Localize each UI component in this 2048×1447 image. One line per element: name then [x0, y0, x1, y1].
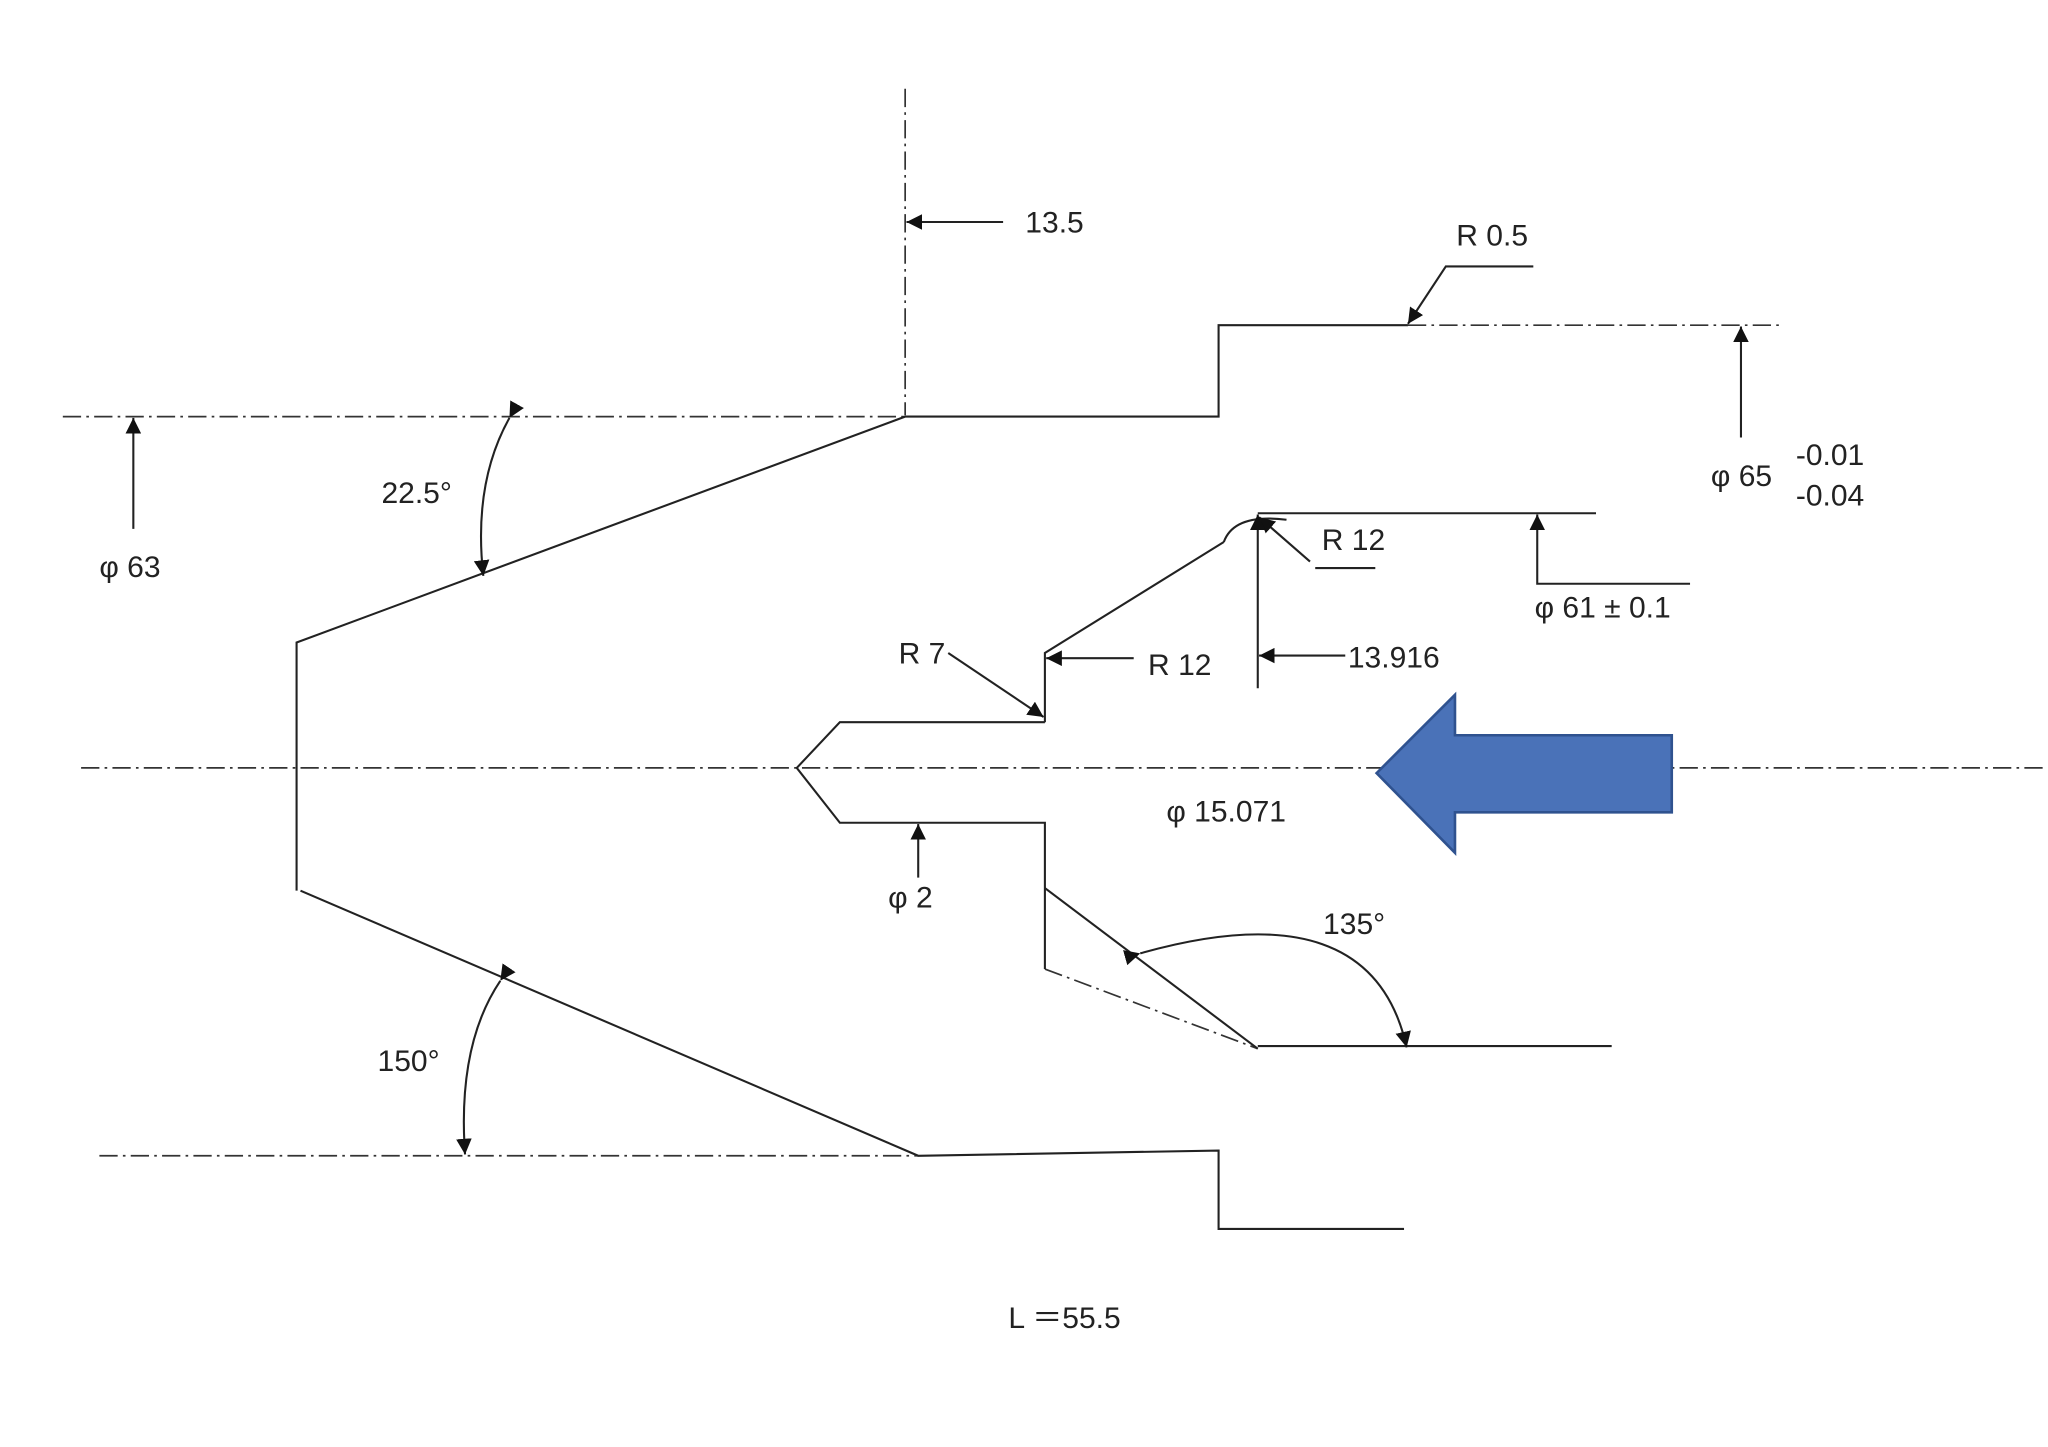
dimension-phi-65: φ 65 -0.01 -0.04: [1711, 326, 1864, 512]
angle-150: 150°: [378, 963, 516, 1155]
phi-15-071-label: φ 15.071: [1166, 795, 1286, 828]
angle-135: 135°: [1123, 908, 1411, 1048]
dimension-r-12-upper: R 12: [1258, 516, 1385, 570]
dimension-13-916: 13.916: [1249, 514, 1440, 689]
dimension-phi-15-071: φ 15.071: [1166, 795, 1286, 828]
dimension-phi-63: φ 63: [99, 417, 161, 584]
dimension-13-5: 13.5: [906, 206, 1084, 239]
r-12-upper-label: R 12: [1322, 524, 1385, 557]
phi-61-label: φ 61 ± 0.1: [1535, 592, 1671, 625]
center-lines: [62, 88, 2048, 1157]
r-7-label: R 7: [899, 637, 946, 670]
phi-63-label: φ 63: [99, 551, 160, 584]
phi-2-label: φ 2: [888, 882, 933, 915]
phi-65-tol-lower: -0.04: [1796, 479, 1864, 512]
dimension-r-0-5: R 0.5: [1407, 220, 1534, 325]
angle-150-label: 150°: [378, 1045, 440, 1078]
angle-135-label: 135°: [1323, 908, 1385, 941]
r-12-lower-label: R 12: [1148, 649, 1211, 682]
dim-13-5-label: 13.5: [1025, 206, 1083, 239]
dimension-r-7: R 7: [899, 637, 1045, 718]
phi-65-tol-upper: -0.01: [1796, 439, 1864, 472]
dim-13-916-label: 13.916: [1348, 641, 1440, 674]
dimension-r-12-lower: R 12: [1046, 649, 1211, 682]
r-0-5-label: R 0.5: [1456, 220, 1528, 253]
dimension-phi-61: φ 61 ± 0.1: [1529, 514, 1691, 625]
direction-arrow: [1374, 691, 1674, 856]
angle-22-5: 22.5°: [381, 400, 524, 577]
dimension-phi-2: φ 2: [888, 824, 933, 915]
total-length-label: L ＝55.5: [1008, 1302, 1120, 1335]
phi-65-label: φ 65: [1711, 460, 1772, 493]
angle-22-5-label: 22.5°: [381, 477, 451, 510]
